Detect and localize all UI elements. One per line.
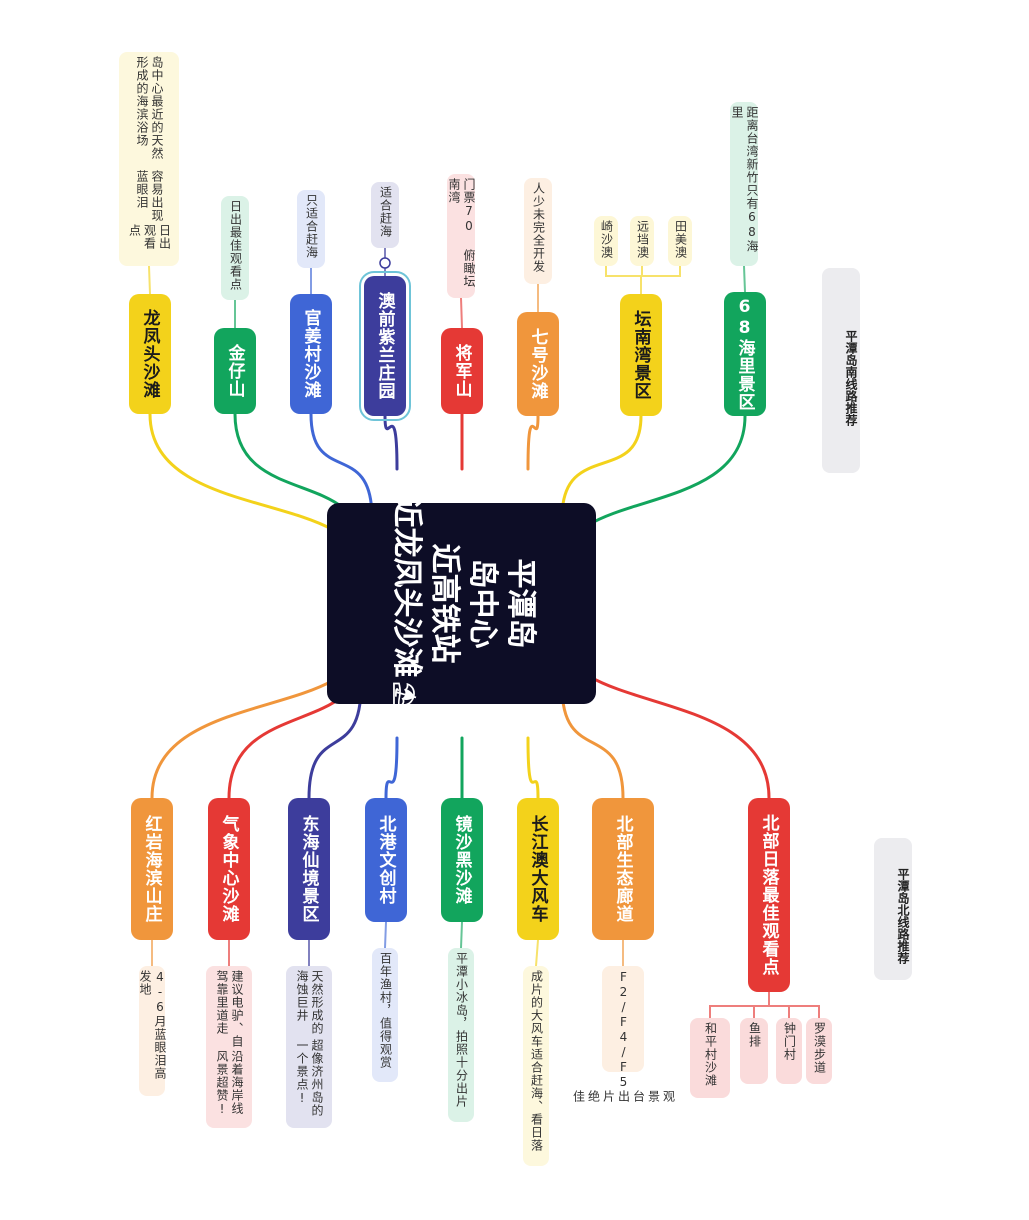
bottom-branches-note-7-3[interactable]: 和平村沙滩: [690, 1018, 730, 1098]
note-line: 日出观看点: [127, 223, 172, 250]
bottom-branches-topic-6[interactable]: 北部生态廊道: [592, 798, 654, 940]
top-branches-topic-6[interactable]: 坛南湾景区: [620, 294, 662, 416]
central-line-3: 近高铁站: [427, 543, 462, 664]
bottom-branches-topic-0[interactable]: 红岩海滨山庄: [131, 798, 173, 940]
note-line: 容易出现蓝眼泪: [135, 170, 164, 223]
top-branches-topic-2[interactable]: 官姜村沙滩: [290, 294, 332, 414]
top_branches-note-link-6-1: [640, 265, 643, 277]
bottom_branches-link-2: [307, 684, 363, 800]
top_branches-note-link-0: [148, 265, 151, 295]
top-branches-note-6-0[interactable]: 田美澳: [668, 216, 692, 266]
bottom-branches-note-4[interactable]: 平潭小冰岛，拍照十分出片: [448, 948, 474, 1122]
top_branches-link-6: [560, 414, 643, 520]
bottom-branches-topic-1[interactable]: 气象中心沙滩: [208, 798, 250, 940]
note-line: 建议电驴、自驾靠里道走: [215, 970, 244, 1048]
bottom-branches-note-2[interactable]: 天然形成的海蚀巨井超像济州岛的一个景点!: [286, 966, 332, 1128]
bottom_branches-note-link-3: [384, 921, 387, 949]
top-branches-topic-1[interactable]: 金仔山: [214, 328, 256, 414]
bottom-branches-note-5[interactable]: 成片的大风车适合赶海、看日落: [523, 966, 549, 1166]
top-branches-topic-0[interactable]: 龙凤头沙滩: [129, 294, 171, 414]
bottom-branches-topic-3[interactable]: 北港文创村: [365, 798, 407, 922]
bottom-branches-topic-5[interactable]: 长江澳大风车: [517, 798, 559, 940]
top-branches-topic-4[interactable]: 将军山: [441, 328, 483, 414]
note-line: 观景台出片绝佳: [571, 1090, 676, 1103]
top-branches-topic-5[interactable]: 七号沙滩: [517, 312, 559, 416]
note-line: 超像济州岛的一个景点!: [295, 1038, 324, 1117]
bottom_branches-note-link-7-3: [709, 1005, 770, 1019]
beach-umbrella-icon: ⛱: [391, 681, 416, 710]
bottom-branches-topic-2[interactable]: 东海仙境景区: [288, 798, 330, 940]
note-line: 岛中心最近的天然形成的海滨浴场: [135, 56, 164, 160]
bottom_branches-link-3: [384, 736, 399, 800]
top-branches-note-5[interactable]: 人少未完全开发: [524, 178, 552, 284]
central-line-4: 近龙凤头沙滩⛱: [384, 498, 425, 710]
note-line: 天然形成的海蚀巨井: [295, 970, 324, 1035]
legend-north-route[interactable]: 平潭岛北线路推荐: [874, 838, 912, 980]
legend-south-route[interactable]: 平潭岛南线路推荐: [822, 268, 860, 473]
top_branches-link-3: [383, 414, 399, 471]
bottom_branches-note-link-7-2: [753, 1005, 770, 1019]
bottom-branches-note-7-0[interactable]: 罗漠步道: [806, 1018, 832, 1084]
top_branches-note-link-4: [460, 297, 463, 329]
central-topic[interactable]: 平潭岛 岛中心 近高铁站 近龙凤头沙滩⛱: [327, 498, 596, 709]
central-line-2: 岛中心: [465, 558, 500, 649]
bottom_branches-link-5: [526, 736, 540, 800]
bottom_branches-note-link-4: [460, 921, 463, 949]
bottom-branches-note-7-2[interactable]: 鱼排: [740, 1018, 768, 1084]
collapse-toggle-icon[interactable]: [379, 257, 391, 269]
top-branches-topic-3[interactable]: 澳前紫兰庄园: [359, 271, 411, 421]
top-branches-note-0[interactable]: 岛中心最近的天然形成的海滨浴场容易出现蓝眼泪日出观看点: [119, 52, 179, 266]
note-line: F2/F4/F5: [616, 970, 631, 1090]
top-branches-note-1[interactable]: 日出最佳观看点: [221, 196, 249, 300]
top_branches-link-2: [309, 412, 374, 520]
top_branches-note-link-7: [743, 265, 746, 293]
bottom_branches-note-link-7-0: [768, 1005, 820, 1019]
top-branches-note-6-2[interactable]: 崎沙澳: [594, 216, 618, 266]
top_branches-note-link-6-0: [640, 265, 681, 277]
bottom-branches-topic-4[interactable]: 镜沙黑沙滩: [441, 798, 483, 922]
top_branches-link-5: [526, 414, 540, 471]
central-line-1: 平潭岛: [503, 558, 538, 649]
top-branches-note-7[interactable]: 距离台湾新竹只有68海里: [730, 102, 759, 266]
top-branches-note-2[interactable]: 只适合赶海: [297, 190, 325, 268]
bottom-branches-note-1[interactable]: 建议电驴、自驾靠里道走沿着海岸线风景超赞!: [206, 966, 252, 1128]
note-line: 沿着海岸线风景超赞!: [215, 1050, 244, 1118]
bottom-branches-note-3[interactable]: 百年渔村，值得观赏: [372, 948, 398, 1082]
central-topic-text: 平潭岛 岛中心 近高铁站 近龙凤头沙滩⛱: [361, 469, 562, 738]
bottom-branches-topic-7[interactable]: 北部日落最佳观看点: [748, 798, 790, 992]
bottom_branches-link-6: [560, 684, 625, 800]
top-branches-note-4[interactable]: 门票70 俯瞰坛南湾: [447, 174, 476, 298]
bottom-branches-note-0[interactable]: 4-6月蓝眼泪高发地: [138, 966, 167, 1096]
top_branches-note-link-6-2: [605, 265, 642, 277]
bottom_branches-note-link-7-1: [768, 1005, 790, 1019]
top-branches-note-6-1[interactable]: 远垱澳: [630, 216, 654, 266]
bottom_branches-note-link-5: [535, 939, 539, 967]
top-branches-note-3[interactable]: 适合赶海: [371, 182, 399, 248]
bottom-branches-note-7-1[interactable]: 钟门村: [776, 1018, 802, 1084]
top-branches-topic-7[interactable]: 68海里景区: [724, 292, 766, 416]
